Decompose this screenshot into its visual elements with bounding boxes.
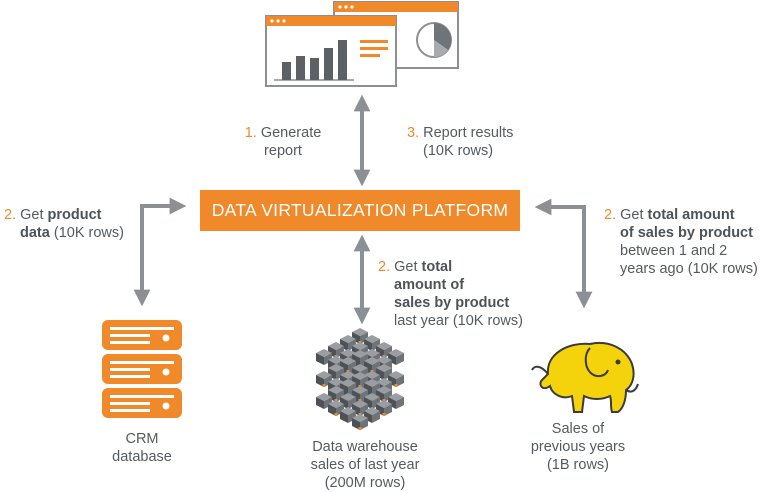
caption-line: previous years [530,439,626,455]
step-number: 3. [407,125,420,141]
step-bold-text: amount of [394,277,465,293]
cube-face [396,375,404,387]
data-virtualization-platform: DATA VIRTUALIZATION PLATFORM [200,190,520,231]
caption-line: database [112,449,172,465]
step-number: 2. [4,207,17,223]
step-number: 1. [244,125,257,141]
step-number: 2. [378,259,391,275]
caption-line: Data warehouse [312,439,418,455]
step-text: Get [620,207,644,223]
cube-link-dot [358,427,362,430]
cube-face [372,411,380,423]
hadoop-elephant-icon [531,342,639,413]
caption-line: (200M rows) [324,475,406,491]
step-text: (10K rows) [423,143,494,159]
step-bold-text: data [20,225,50,241]
step-text: Generate [260,125,322,141]
step-bold-text: product [47,207,102,223]
cube-link-dot [322,384,326,387]
step-text: Get [394,259,418,275]
step-bold-text: total [421,259,453,275]
step-generate-line1: 1. Generate [228,124,338,142]
cube-face [384,404,392,416]
crm-caption: CRM database [92,430,192,466]
step-get-hadoop-sales: 2. Get total amount of sales by product … [604,206,764,278]
step-text: last year (10K rows) [394,313,523,329]
step-generate-report: 1. Generate report [228,124,338,160]
hadoop-caption: Sales of previous years (1B rows) [508,420,648,474]
cube-link-dot [394,384,398,387]
step-hadoop-line1: 2. Get total amount [604,206,764,224]
cube-link-dot [334,413,338,416]
caption-line: (1B rows) [546,457,610,473]
crm-platform-arrow [133,197,187,307]
cube-face [328,404,336,416]
step-report-results: 3. Report results (10K rows) [407,124,547,160]
warehouse-caption: Data warehouse sales of last year (200M … [290,438,440,492]
cube-face [396,353,404,365]
caption-line: Sales of [551,421,605,437]
cube-face [352,418,360,430]
cube-face [360,418,368,430]
step-text: years ago (10K rows) [620,261,758,277]
cube-face [396,397,404,409]
hadoop-platform-arrow [534,198,593,309]
step-get-warehouse-sales: 2. Get total amount of sales by product … [378,258,558,330]
step-warehouse-line1: 2. Get total [378,258,558,276]
step-text: (10K rows) [53,225,124,241]
cube-face [316,375,324,387]
step-bold-text: sales by product [394,295,510,311]
cube-face [316,397,324,409]
step-get-product-data: 2. Get product data (10K rows) [4,206,144,242]
caption-line: sales of last year [310,457,420,473]
step-text: report [264,143,302,159]
cube-link-dot [382,413,386,416]
step-crm-line2: data (10K rows) [4,224,144,242]
server-rack-icon [102,320,182,418]
step-number: 2. [604,207,617,223]
caption-line: CRM [125,431,159,447]
step-text: Get [20,207,44,223]
cube-face [316,353,324,365]
step-text: Report results [423,125,514,141]
step-bold-text: of sales by product [620,225,753,241]
step-bold-text: total amount [647,207,735,223]
step-text: between 1 and 2 [620,243,728,259]
step-results-line1: 3. Report results [407,124,547,142]
step-crm-line1: 2. Get product [4,206,144,224]
report-dashboard-icon [265,1,459,87]
cube-face [340,411,348,423]
data-cubes-icon [316,328,404,430]
